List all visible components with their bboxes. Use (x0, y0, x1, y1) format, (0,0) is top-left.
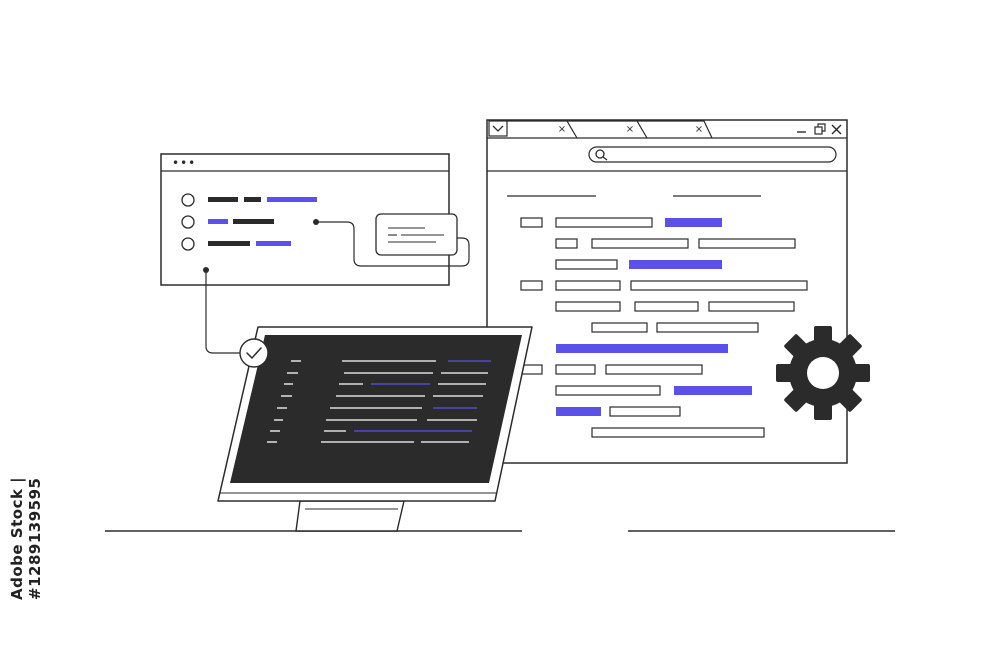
chevron-down-icon[interactable] (488, 120, 508, 137)
content-block-accent (674, 386, 752, 395)
search-icon (595, 149, 608, 161)
content-block (630, 280, 808, 291)
content-block (634, 301, 699, 312)
content-block-accent (629, 260, 722, 269)
tab-1-close-icon[interactable]: × (558, 124, 566, 135)
chevron-down-glyph (492, 125, 504, 132)
window-dots-icon: ••• (172, 156, 196, 170)
content-block (555, 385, 661, 396)
option-3-text-bar (208, 241, 250, 246)
content-block (555, 364, 596, 375)
content-block (656, 322, 759, 333)
close-icon[interactable] (831, 124, 842, 135)
content-block (555, 217, 653, 228)
content-block (698, 238, 796, 249)
content-block (520, 280, 543, 291)
tab-2-close-icon[interactable]: × (626, 124, 634, 135)
monitor-stand (295, 500, 405, 532)
code-lines (267, 360, 491, 443)
option-2-text-bar-accent (208, 219, 228, 224)
content-block (555, 238, 578, 249)
content-block (609, 406, 681, 417)
connector-line (205, 270, 240, 354)
monitor (217, 326, 533, 532)
connector-line (316, 221, 470, 267)
content-block-accent (665, 218, 722, 227)
restore-icon[interactable] (814, 123, 826, 135)
browser-tab-3[interactable] (637, 120, 713, 139)
option-3-text-bar-accent (256, 241, 291, 246)
radio-option-2[interactable] (181, 215, 195, 229)
option-1-text-bar-accent (267, 197, 317, 202)
content-block-accent (556, 344, 728, 353)
content-block-accent (556, 407, 601, 416)
content-block (591, 427, 765, 438)
content-block (555, 259, 618, 270)
tab-3-close-icon[interactable]: × (695, 124, 703, 135)
content-block (591, 238, 689, 249)
content-block (555, 301, 621, 312)
radio-option-3[interactable] (181, 237, 195, 251)
address-bar[interactable] (588, 146, 837, 163)
stock-id-label: Adobe Stock | #1289139595 (8, 476, 44, 600)
browser-frame (486, 119, 848, 464)
radio-option-1[interactable] (181, 193, 195, 207)
content-block (605, 364, 703, 375)
content-block (708, 301, 795, 312)
form-window: ••• (160, 153, 470, 354)
browser-content (520, 217, 808, 438)
content-block (555, 280, 621, 291)
monitor-screen (230, 335, 522, 483)
gear-icon (776, 326, 870, 420)
option-2-text-bar (233, 219, 274, 224)
option-1-text-bar (244, 197, 261, 202)
option-1-text-bar (208, 197, 238, 202)
check-icon (239, 338, 269, 368)
browser-window: × × × (486, 119, 848, 464)
content-block (520, 217, 543, 228)
content-block (591, 322, 648, 333)
